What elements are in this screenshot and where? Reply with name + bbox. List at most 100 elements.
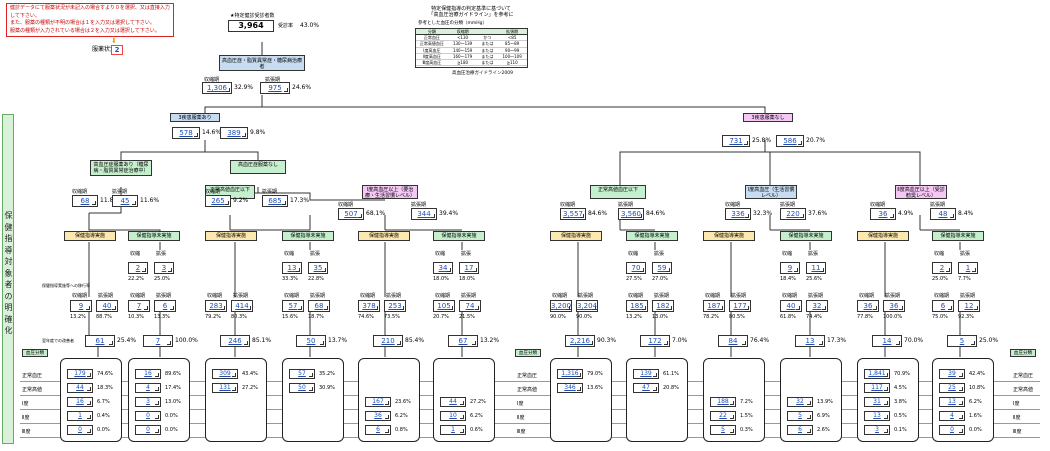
group-value[interactable]: 57 [289, 369, 315, 379]
group-value[interactable]: 167 [365, 397, 391, 407]
group-value[interactable]: 3 [864, 425, 890, 435]
l5-v2[interactable]: 253 [384, 300, 406, 312]
l5-v1[interactable]: 283 [205, 300, 227, 312]
l5-v1[interactable]: 36 [857, 300, 879, 312]
l3-dbp-value[interactable]: 220 [780, 208, 806, 220]
l5-v1[interactable]: 105 [433, 300, 455, 312]
group-value[interactable]: 1,316 [557, 369, 583, 379]
l6-value[interactable]: 50 [296, 335, 326, 347]
l6-value[interactable]: 210 [373, 335, 403, 347]
l6-value[interactable]: 67 [448, 335, 478, 347]
group-value[interactable]: 346 [557, 383, 583, 393]
l3-sbp-value[interactable]: 68 [72, 195, 98, 207]
mid-v2[interactable]: 17 [459, 262, 479, 274]
mid-v1[interactable]: 9 [780, 262, 800, 274]
l5-v2[interactable]: 182 [652, 300, 674, 312]
l5-v1[interactable]: 185 [626, 300, 648, 312]
group-value[interactable]: 39 [939, 369, 965, 379]
l3-sbp-value[interactable]: 507 [338, 208, 364, 220]
l5-v1[interactable]: 57 [282, 300, 304, 312]
l3-sbp-value[interactable]: 265 [205, 195, 231, 207]
mid-v1[interactable]: 13 [282, 262, 302, 274]
group-value[interactable]: 1,841 [864, 369, 890, 379]
group-value[interactable]: 32 [787, 397, 813, 407]
group-value[interactable]: 188 [710, 397, 736, 407]
l5-v2[interactable]: 68 [308, 300, 330, 312]
group-value[interactable]: 10 [440, 411, 466, 421]
l3-dbp-value[interactable]: 45 [112, 195, 138, 207]
group-value[interactable]: 4 [939, 411, 965, 421]
group-value[interactable]: 1 [67, 411, 93, 421]
l5-v2[interactable]: 414 [231, 300, 253, 312]
group-value[interactable]: 3 [135, 397, 161, 407]
l2-yes-left-value[interactable]: 578 [172, 127, 200, 139]
l5-v1[interactable]: 187 [703, 300, 725, 312]
group-value[interactable]: 5 [787, 411, 813, 421]
mid-v1[interactable]: 2 [932, 262, 952, 274]
l5-v2[interactable]: 32 [806, 300, 828, 312]
l5-v2[interactable]: 177 [729, 300, 751, 312]
l6-value[interactable]: 246 [220, 335, 250, 347]
l3-dbp-value[interactable]: 344 [411, 208, 437, 220]
group-value[interactable]: 25 [939, 383, 965, 393]
l1-right-value[interactable]: 975 [260, 82, 290, 94]
group-value[interactable]: 13 [864, 411, 890, 421]
group-value[interactable]: 131 [212, 383, 238, 393]
group-value[interactable]: 4 [135, 383, 161, 393]
group-value[interactable]: 36 [365, 411, 391, 421]
group-value[interactable]: 179 [67, 369, 93, 379]
mid-v1[interactable]: 34 [433, 262, 453, 274]
group-value[interactable]: 309 [212, 369, 238, 379]
group-value[interactable]: 50 [289, 383, 315, 393]
l6-value[interactable]: 61 [85, 335, 115, 347]
group-value[interactable]: 44 [67, 383, 93, 393]
l3-dbp-value[interactable]: 3,560 [618, 208, 644, 220]
medication-status-select[interactable]: 2 [111, 45, 123, 55]
mid-v2[interactable]: 1 [958, 262, 978, 274]
group-value[interactable]: 13 [939, 397, 965, 407]
l5-v1[interactable]: 378 [358, 300, 380, 312]
l5-v2[interactable]: 74 [459, 300, 481, 312]
l3-dbp-value[interactable]: 685 [262, 195, 288, 207]
mid-v2[interactable]: 3 [154, 262, 174, 274]
group-value[interactable]: 44 [440, 397, 466, 407]
group-value[interactable]: 0 [135, 411, 161, 421]
l3-sbp-value[interactable]: 3,557 [560, 208, 586, 220]
l2-yes-right-value[interactable]: 389 [220, 127, 248, 139]
l5-v1[interactable]: 9 [70, 300, 92, 312]
l6-value[interactable]: 14 [872, 335, 902, 347]
l5-v2[interactable]: 3,204 [576, 300, 598, 312]
l5-v1[interactable]: 6 [932, 300, 954, 312]
mid-v2[interactable]: 11 [806, 262, 826, 274]
mid-v1[interactable]: 2 [128, 262, 148, 274]
l6-value[interactable]: 5 [947, 335, 977, 347]
l5-v1[interactable]: 3,200 [550, 300, 572, 312]
l5-v1[interactable]: 40 [780, 300, 802, 312]
group-value[interactable]: 31 [864, 397, 890, 407]
l3-dbp-value[interactable]: 48 [930, 208, 956, 220]
l2-no-left-value[interactable]: 731 [722, 135, 750, 147]
l5-v2[interactable]: 12 [958, 300, 980, 312]
mid-v2[interactable]: 35 [308, 262, 328, 274]
l6-value[interactable]: 84 [718, 335, 748, 347]
group-value[interactable]: 22 [710, 411, 736, 421]
l5-v2[interactable]: 6 [154, 300, 176, 312]
l1-left-value[interactable]: 1,306 [202, 82, 232, 94]
group-value[interactable]: 1 [440, 425, 466, 435]
l6-value[interactable]: 172 [640, 335, 670, 347]
group-value[interactable]: 0 [939, 425, 965, 435]
l5-v2[interactable]: 40 [96, 300, 118, 312]
l3-sbp-value[interactable]: 36 [870, 208, 896, 220]
group-value[interactable]: 16 [135, 369, 161, 379]
l6-value[interactable]: 7 [143, 335, 173, 347]
mid-v2[interactable]: 59 [652, 262, 672, 274]
group-value[interactable]: 0 [135, 425, 161, 435]
group-value[interactable]: 47 [633, 383, 659, 393]
mid-v1[interactable]: 70 [626, 262, 646, 274]
group-value[interactable]: 117 [864, 383, 890, 393]
l5-v2[interactable]: 36 [883, 300, 905, 312]
l3-sbp-value[interactable]: 336 [725, 208, 751, 220]
group-value[interactable]: 6 [365, 425, 391, 435]
group-value[interactable]: 16 [67, 397, 93, 407]
l6-value[interactable]: 13 [795, 335, 825, 347]
